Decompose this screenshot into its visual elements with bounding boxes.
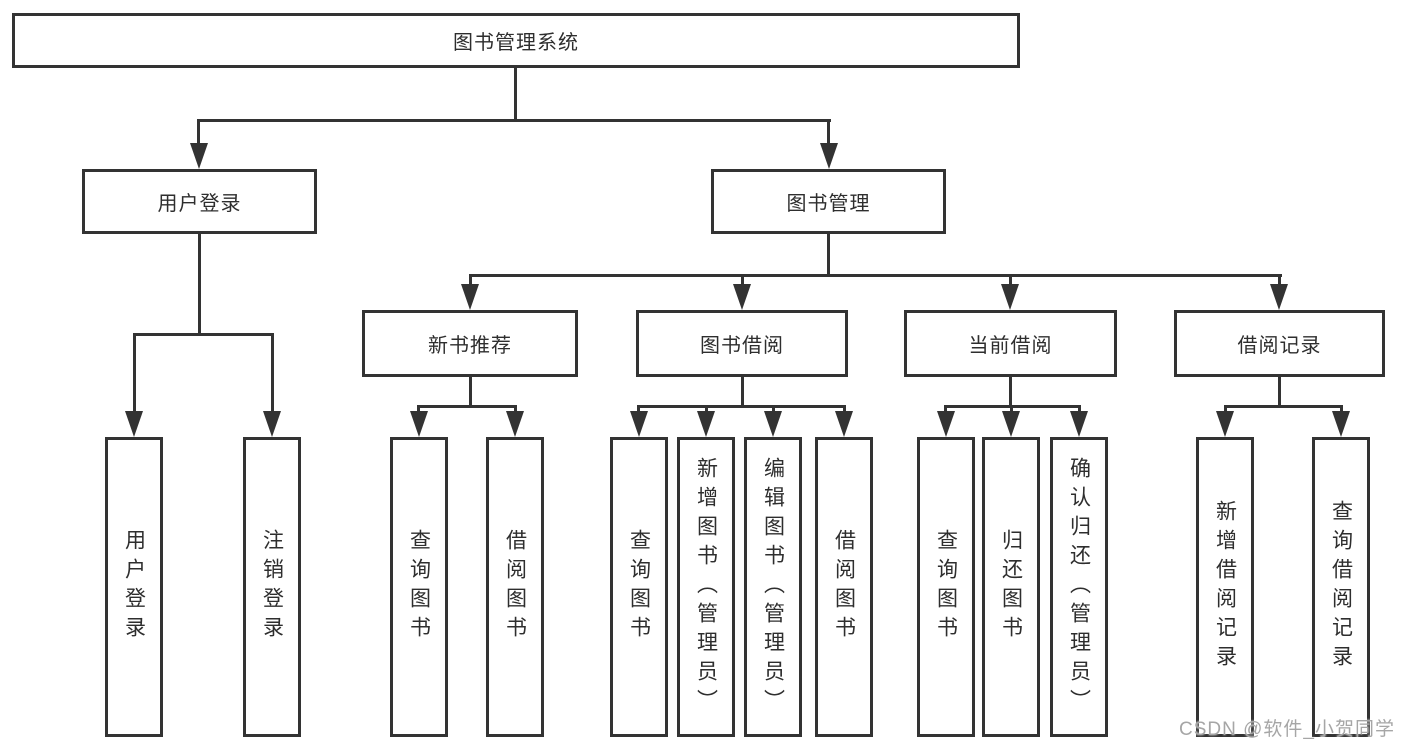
node-label: 图书管理系统	[453, 32, 579, 54]
node-label: 编辑图书（管理员）	[761, 456, 785, 718]
leaf-borrow-query-books: 查询图书	[610, 437, 668, 737]
connector-recommend-drop-2	[514, 405, 517, 411]
arrow-down-icon	[410, 411, 428, 437]
connector-login-drop-1	[133, 333, 136, 411]
connector-recommend-bar	[417, 405, 517, 408]
leaf-records-query-borrow-record: 查询借阅记录	[1312, 437, 1370, 737]
arrow-down-icon	[820, 143, 838, 169]
connector-login-bar	[133, 333, 274, 336]
node-label: 借阅图书	[832, 529, 856, 645]
leaf-borrow-borrow-books: 借阅图书	[815, 437, 873, 737]
arrow-down-icon	[697, 411, 715, 437]
connector-login-drop-2	[271, 333, 274, 411]
csdn-watermark: CSDN @软件_小贺同学	[1179, 719, 1395, 740]
connector-borrow-bar	[637, 405, 846, 408]
connector-root-bar	[197, 119, 831, 122]
node-label: 归还图书	[999, 529, 1023, 645]
node-label: 查询图书	[627, 529, 651, 645]
connector-records-drop-1	[1224, 405, 1227, 411]
leaf-user-login: 用户登录	[105, 437, 163, 737]
node-label: 新增图书（管理员）	[694, 456, 718, 718]
connector-recommend-stem	[469, 377, 472, 405]
connector-mgmt-drop-2	[741, 274, 744, 286]
connector-mgmt-bar	[469, 274, 1282, 277]
node-label: 图书管理	[786, 193, 871, 215]
arrow-down-icon	[461, 284, 479, 310]
node-book-borrow: 图书借阅	[636, 310, 848, 377]
leaf-current-confirm-return-admin: 确认归还（管理员）	[1050, 437, 1108, 737]
node-label: 查询图书	[407, 529, 431, 645]
leaf-recommend-borrow-books: 借阅图书	[486, 437, 544, 737]
arrow-down-icon	[190, 143, 208, 169]
leaf-records-add-borrow-record: 新增借阅记录	[1196, 437, 1254, 737]
connector-current-drop-2	[1010, 405, 1013, 411]
connector-borrow-drop-3	[772, 405, 775, 411]
node-label: 查询借阅记录	[1329, 500, 1353, 674]
connector-login-stem	[198, 234, 201, 336]
leaf-borrow-add-books-admin: 新增图书（管理员）	[677, 437, 735, 737]
leaf-current-return-books: 归还图书	[982, 437, 1040, 737]
arrow-down-icon	[630, 411, 648, 437]
connector-root-drop-left	[197, 119, 200, 145]
leaf-current-query-books: 查询图书	[917, 437, 975, 737]
leaf-logout: 注销登录	[243, 437, 301, 737]
node-label: 新书推荐	[428, 335, 512, 357]
node-new-book-recommend: 新书推荐	[362, 310, 578, 377]
arrow-down-icon	[937, 411, 955, 437]
node-label: 查询图书	[934, 529, 958, 645]
arrow-down-icon	[506, 411, 524, 437]
arrow-down-icon	[1332, 411, 1350, 437]
node-book-management: 图书管理	[711, 169, 946, 234]
arrow-down-icon	[1270, 284, 1288, 310]
connector-records-bar	[1224, 405, 1343, 408]
arrow-down-icon	[764, 411, 782, 437]
connector-borrow-stem	[741, 377, 744, 405]
arrow-down-icon	[1002, 411, 1020, 437]
connector-root-stem	[514, 68, 517, 119]
connector-current-drop-1	[944, 405, 947, 411]
connector-records-stem	[1278, 377, 1281, 405]
connector-mgmt-stem	[827, 234, 830, 274]
connector-current-drop-3	[1078, 405, 1081, 411]
node-label: 注销登录	[260, 529, 284, 645]
arrow-down-icon	[1216, 411, 1234, 437]
connector-root-drop-right	[827, 119, 830, 145]
node-label: 当前借阅	[968, 335, 1053, 357]
node-borrow-records: 借阅记录	[1174, 310, 1385, 377]
connector-records-drop-2	[1340, 405, 1343, 411]
node-label: 借阅图书	[503, 529, 527, 645]
node-current-borrow: 当前借阅	[904, 310, 1117, 377]
arrow-down-icon	[733, 284, 751, 310]
connector-borrow-drop-4	[843, 405, 846, 411]
arrow-down-icon	[263, 411, 281, 437]
arrow-down-icon	[1001, 284, 1019, 310]
connector-mgmt-drop-3	[1009, 274, 1012, 286]
node-user-login: 用户登录	[82, 169, 317, 234]
arrow-down-icon	[1070, 411, 1088, 437]
connector-mgmt-drop-4	[1278, 274, 1281, 286]
leaf-borrow-edit-books-admin: 编辑图书（管理员）	[744, 437, 802, 737]
connector-recommend-drop-1	[417, 405, 420, 411]
connector-borrow-drop-1	[637, 405, 640, 411]
arrow-down-icon	[835, 411, 853, 437]
node-label: 确认归还（管理员）	[1067, 456, 1091, 718]
node-label: 图书借阅	[700, 335, 784, 357]
node-label: 新增借阅记录	[1213, 500, 1237, 674]
node-label: 用户登录	[122, 529, 146, 645]
node-library-management-system: 图书管理系统	[12, 13, 1020, 68]
node-label: 借阅记录	[1237, 335, 1322, 357]
leaf-recommend-query-books: 查询图书	[390, 437, 448, 737]
node-label: 用户登录	[157, 193, 242, 215]
connector-borrow-drop-2	[705, 405, 708, 411]
arrow-down-icon	[125, 411, 143, 437]
connector-current-stem	[1009, 377, 1012, 405]
connector-mgmt-drop-1	[469, 274, 472, 286]
